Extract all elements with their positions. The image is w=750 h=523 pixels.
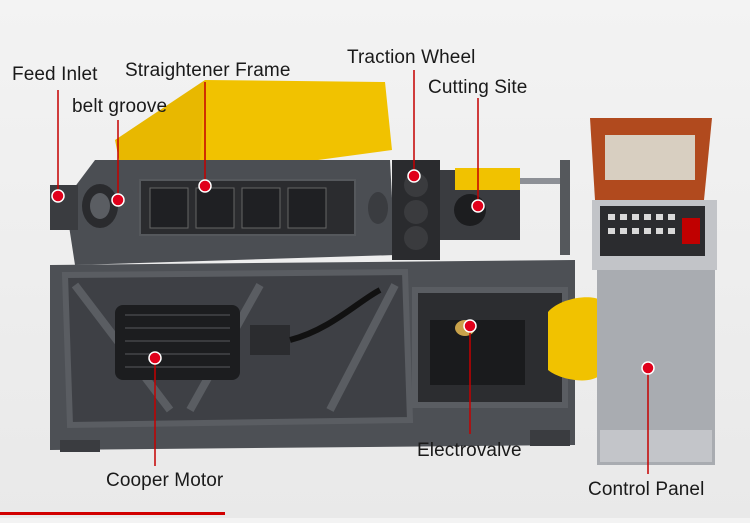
label-cooper-motor: Cooper Motor xyxy=(106,470,224,491)
marker-belt-groove xyxy=(111,193,125,207)
bottom-accent-rule xyxy=(0,512,225,515)
yellow-chute xyxy=(548,297,600,381)
marker-electrovalve xyxy=(463,319,477,333)
label-cutting-site: Cutting Site xyxy=(428,77,528,98)
label-feed-inlet: Feed Inlet xyxy=(12,64,98,85)
yellow-top-guard xyxy=(190,80,392,160)
marker-cooper-motor xyxy=(148,351,162,365)
motor-body xyxy=(115,305,240,380)
marker-straightener-frame xyxy=(198,179,212,193)
callout-lines xyxy=(57,70,649,474)
label-belt-groove: belt groove xyxy=(72,96,168,117)
marker-control-panel xyxy=(641,361,655,375)
marker-cutting-site xyxy=(471,199,485,213)
marker-feed-inlet xyxy=(51,189,65,203)
label-electrovalve: Electrovalve xyxy=(417,440,522,461)
callout-markers xyxy=(51,169,655,375)
label-control-panel: Control Panel xyxy=(588,479,705,500)
label-traction-wheel: Traction Wheel xyxy=(347,47,476,68)
marker-traction-wheel xyxy=(407,169,421,183)
label-straightener-frame: Straightener Frame xyxy=(125,60,291,81)
yellow-side-guard xyxy=(115,80,205,165)
